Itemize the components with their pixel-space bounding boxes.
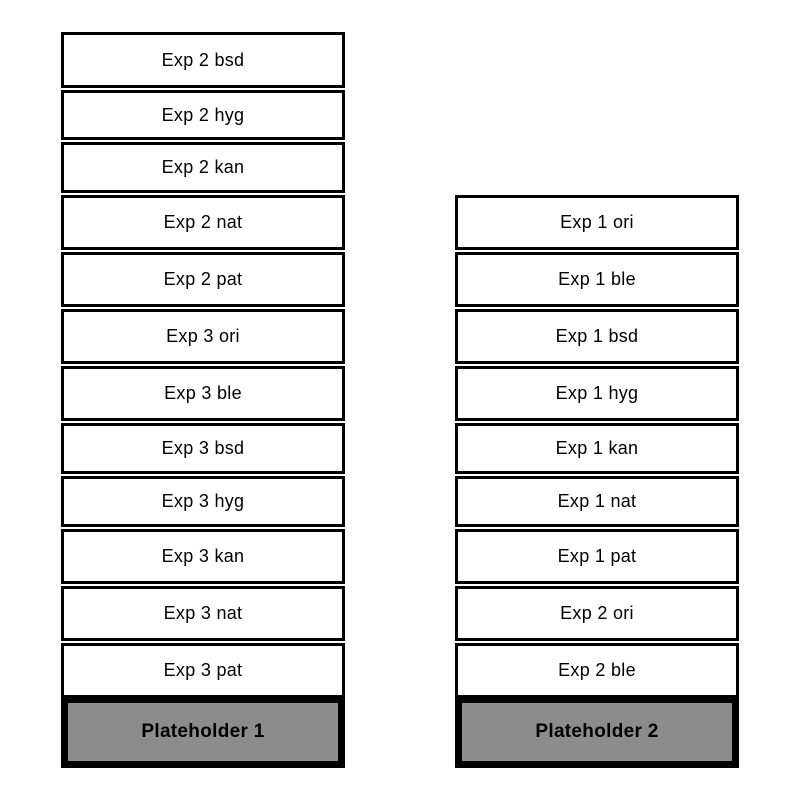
experiment-box: Exp 3 ble xyxy=(61,366,345,421)
experiment-box: Exp 1 hyg xyxy=(455,366,739,421)
experiment-box: Exp 2 kan xyxy=(61,142,345,193)
experiment-box: Exp 3 nat xyxy=(61,586,345,641)
experiment-box: Exp 2 ble xyxy=(455,643,739,698)
experiment-box: Exp 2 hyg xyxy=(61,90,345,140)
stack-2: Exp 1 ori Exp 1 ble Exp 1 bsd Exp 1 hyg … xyxy=(455,195,739,768)
experiment-box: Exp 2 bsd xyxy=(61,32,345,88)
experiment-box: Exp 3 kan xyxy=(61,529,345,584)
experiment-box: Exp 1 nat xyxy=(455,476,739,527)
experiment-box: Exp 2 nat xyxy=(61,195,345,250)
experiment-box: Exp 3 ori xyxy=(61,309,345,364)
stack-1: Exp 2 bsd Exp 2 hyg Exp 2 kan Exp 2 nat … xyxy=(61,32,345,768)
experiment-box: Exp 3 hyg xyxy=(61,476,345,527)
experiment-box: Exp 3 pat xyxy=(61,643,345,698)
experiment-box: Exp 2 pat xyxy=(61,252,345,307)
experiment-box: Exp 2 ori xyxy=(455,586,739,641)
experiment-box: Exp 1 ble xyxy=(455,252,739,307)
experiment-box: Exp 1 ori xyxy=(455,195,739,250)
plateholder-box: Plateholder 2 xyxy=(455,696,739,768)
experiment-box: Exp 1 pat xyxy=(455,529,739,584)
experiment-box: Exp 3 bsd xyxy=(61,423,345,474)
experiment-box: Exp 1 kan xyxy=(455,423,739,474)
plateholder-box: Plateholder 1 xyxy=(61,696,345,768)
experiment-box: Exp 1 bsd xyxy=(455,309,739,364)
